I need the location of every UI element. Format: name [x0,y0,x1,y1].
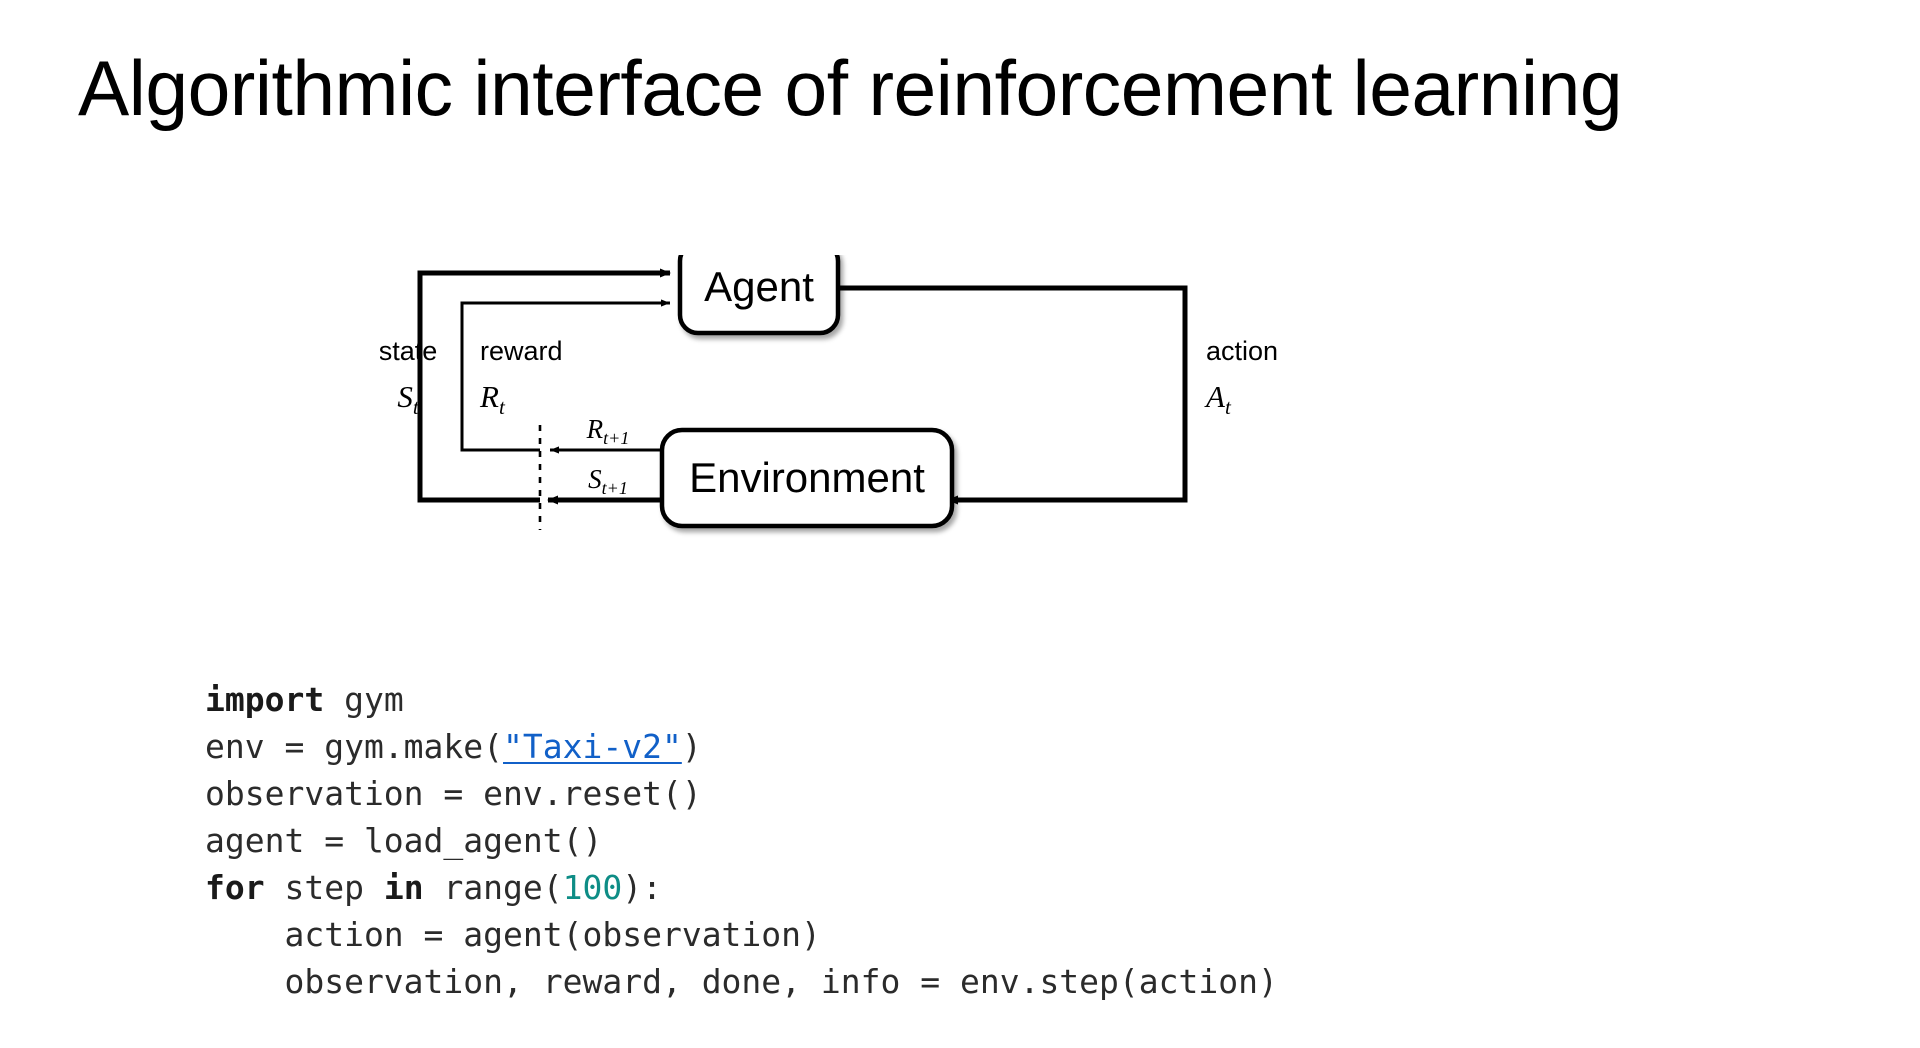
code-text: ) [681,727,702,766]
label-action-word: action [1206,336,1278,366]
code-text: action = agent(observation) [205,915,821,954]
code-text: observation = env.reset() [205,774,702,813]
code-line: for step in range(100): [205,864,1278,911]
code-text: agent = load_agent() [205,821,603,860]
edge-state-path [417,268,671,503]
label-state: state St [380,336,437,419]
node-agent: Agent [677,255,841,336]
label-next-state: St+1 [588,464,628,498]
code-text: observation, reward, done, info = env.st… [205,962,1278,1001]
edge-reward-path [460,299,670,452]
code-number: 100 [562,868,623,907]
code-line: import gym [205,676,1278,723]
code-text: step [264,868,384,907]
label-reward-word: reward [480,336,563,366]
rl-interaction-diagram: Agent Environment state St reward Rt act… [380,255,1380,605]
code-line: observation = env.reset() [205,770,1278,817]
code-text: range( [423,868,563,907]
code-line: env = gym.make("Taxi-v2") [205,723,1278,770]
code-text: env = gym.make( [205,727,504,766]
code-line: observation, reward, done, info = env.st… [205,958,1278,1005]
code-line: agent = load_agent() [205,817,1278,864]
code-text: ): [622,868,663,907]
page-title: Algorithmic interface of reinforcement l… [78,44,1623,132]
label-next-reward: Rt+1 [586,414,630,448]
code-keyword: import [205,680,325,719]
label-state-symbol: St [397,379,420,419]
node-environment-label: Environment [689,454,925,501]
label-state-word: state [380,336,437,366]
label-action-symbol: At [1204,379,1232,419]
label-action: action At [1204,336,1278,419]
code-keyword: for [205,868,265,907]
node-environment: Environment [659,427,955,529]
code-link-taxi-v2[interactable]: "Taxi-v2" [503,727,682,766]
edge-action-path [835,285,1188,505]
code-keyword: in [383,868,424,907]
code-line: action = agent(observation) [205,911,1278,958]
code-text: gym [324,680,404,719]
label-reward-symbol: Rt [479,379,506,419]
label-reward: reward Rt [479,336,563,419]
node-agent-label: Agent [704,263,814,310]
